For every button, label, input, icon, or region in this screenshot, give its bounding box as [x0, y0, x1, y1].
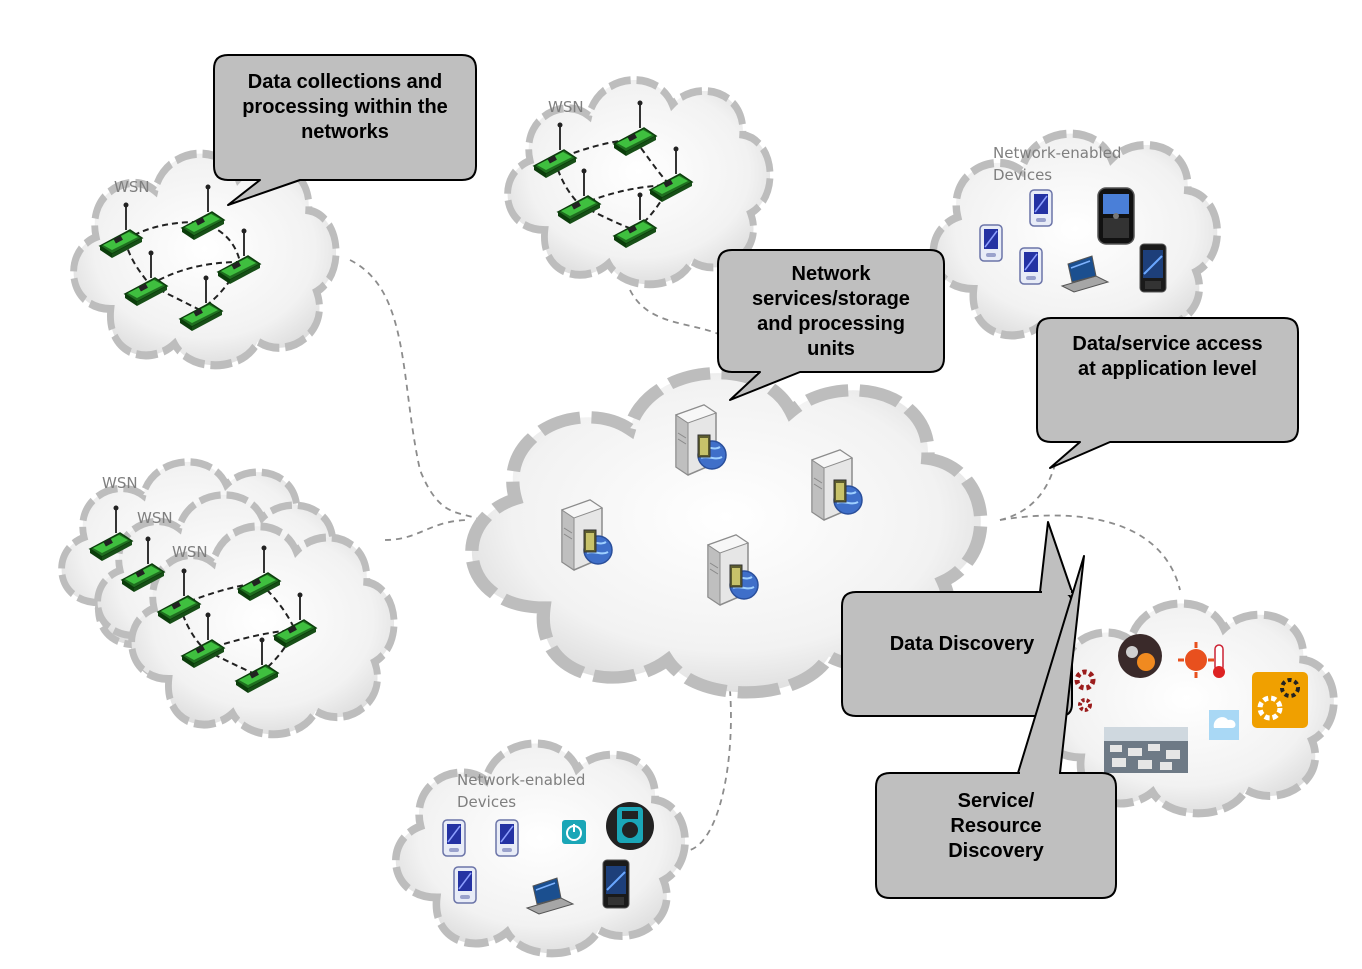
pda-icon	[1029, 189, 1053, 227]
weather-temperature-icon	[1178, 642, 1225, 678]
callout-network-services: Network services/storage and processing …	[752, 263, 910, 360]
pda-icon	[453, 866, 477, 904]
wsn-top-middle-network	[533, 99, 693, 249]
cloud-wsn-stack-3	[132, 526, 394, 734]
wsn-label: WSN	[114, 178, 150, 196]
blackberry-icon	[1097, 187, 1135, 245]
callout-bubble	[875, 772, 1117, 899]
cloud-wsn-top-left	[74, 154, 336, 366]
wsn-stack-network	[89, 504, 317, 694]
wsn-label: WSN	[102, 474, 138, 492]
callout-bubble	[213, 54, 477, 206]
callout-data-collections: Data collections and processing within t…	[242, 71, 448, 143]
callout-service-resource-discovery: Service/ Resource Discovery	[948, 790, 1044, 862]
traffic-photo-icon	[1104, 727, 1188, 773]
callout-data-discovery: Data Discovery	[889, 633, 1035, 655]
wsn-label: WSN	[137, 509, 173, 527]
gear-icon	[1074, 669, 1096, 712]
callout-tail	[1039, 521, 1073, 593]
smartphone-icon	[602, 859, 630, 909]
wsn-label: WSN	[172, 543, 208, 561]
callout-bubble	[717, 249, 945, 401]
fire-icon	[1118, 634, 1162, 678]
pda-icon	[495, 819, 519, 857]
wsn-label: WSN	[548, 98, 584, 116]
pda-icon	[1019, 247, 1043, 285]
network-devices-label: Network-enabled Devices	[993, 144, 1122, 184]
callout-bubble	[1036, 317, 1299, 469]
settings-gears-icon	[1252, 672, 1308, 728]
pda-icon	[979, 224, 1003, 262]
power-button-icon	[562, 820, 586, 844]
rain-cloud-icon	[1209, 710, 1239, 740]
wsn-top-left-network	[99, 183, 261, 332]
network-devices-label: Network-enabled Devices	[457, 771, 586, 811]
media-player-icon	[606, 802, 654, 850]
pda-icon	[442, 819, 466, 857]
callout-data-service-access: Data/service access at application level	[1072, 333, 1263, 380]
smartphone-icon	[1139, 243, 1167, 293]
